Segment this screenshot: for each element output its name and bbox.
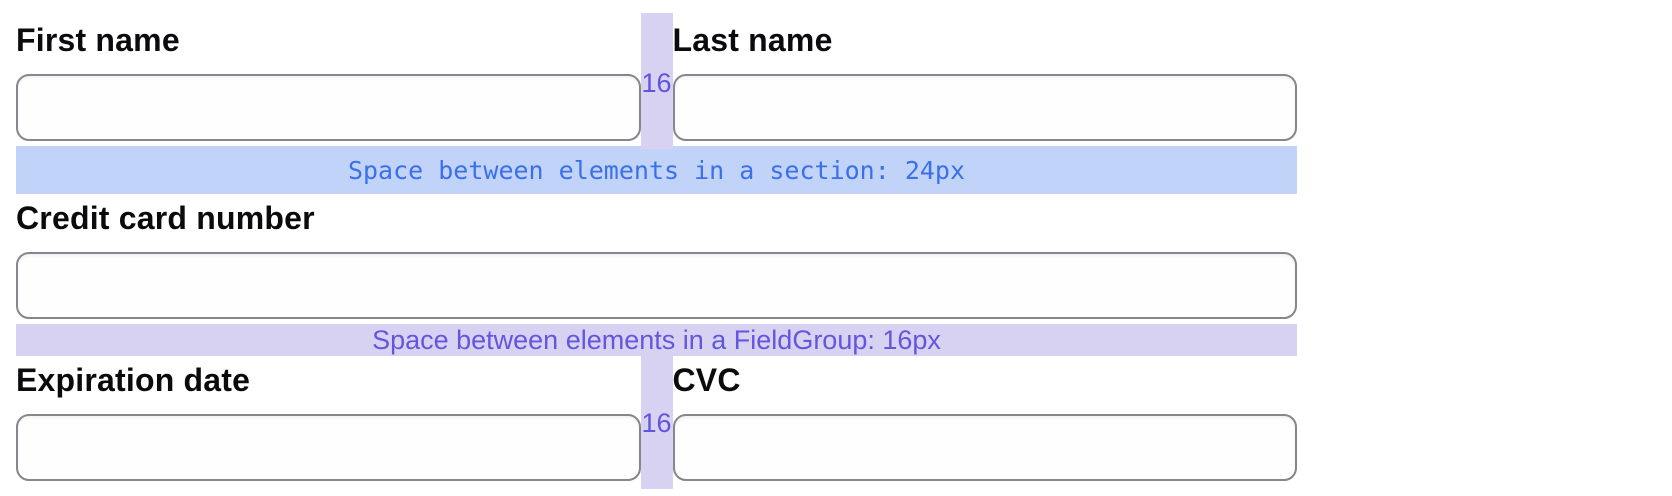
cvc-field: CVC [672,356,1297,486]
column-gap-size-label-bottom: 16 [641,408,672,438]
expiration-date-field: Expiration date [16,356,641,486]
fieldgroup-spacing-annotation-text: Space between elements in a FieldGroup: … [372,324,941,355]
expiration-date-label: Expiration date [16,362,251,398]
cvc-input[interactable] [672,414,1297,481]
column-gap-indicator-top: 16 [640,13,673,149]
last-name-label: Last name [672,22,833,58]
name-field-row: First name Last name 16 [16,13,1297,149]
last-name-input[interactable] [672,74,1297,141]
section-spacing-annotation-text: Space between elements in a section: 24p… [347,155,966,185]
column-gap-indicator-bottom: 16 [640,353,673,489]
card-number-input[interactable] [16,252,1297,319]
expiration-cvc-field-row: Expiration date CVC 16 [16,353,1297,489]
payment-form: First name Last name 16 Space between el… [16,13,1297,489]
cvc-label: CVC [672,362,741,398]
last-name-field: Last name [672,16,1297,146]
card-number-field: Credit card number [16,194,1297,324]
expiration-date-input[interactable] [16,414,641,481]
first-name-input[interactable] [16,74,641,141]
first-name-field: First name [16,16,641,146]
card-number-label: Credit card number [16,200,315,236]
fieldgroup-spacing-annotation-bar: Space between elements in a FieldGroup: … [16,324,1297,356]
first-name-label: First name [16,22,180,58]
column-gap-size-label-top: 16 [641,68,672,98]
section-spacing-annotation-bar: Space between elements in a section: 24p… [16,146,1297,194]
